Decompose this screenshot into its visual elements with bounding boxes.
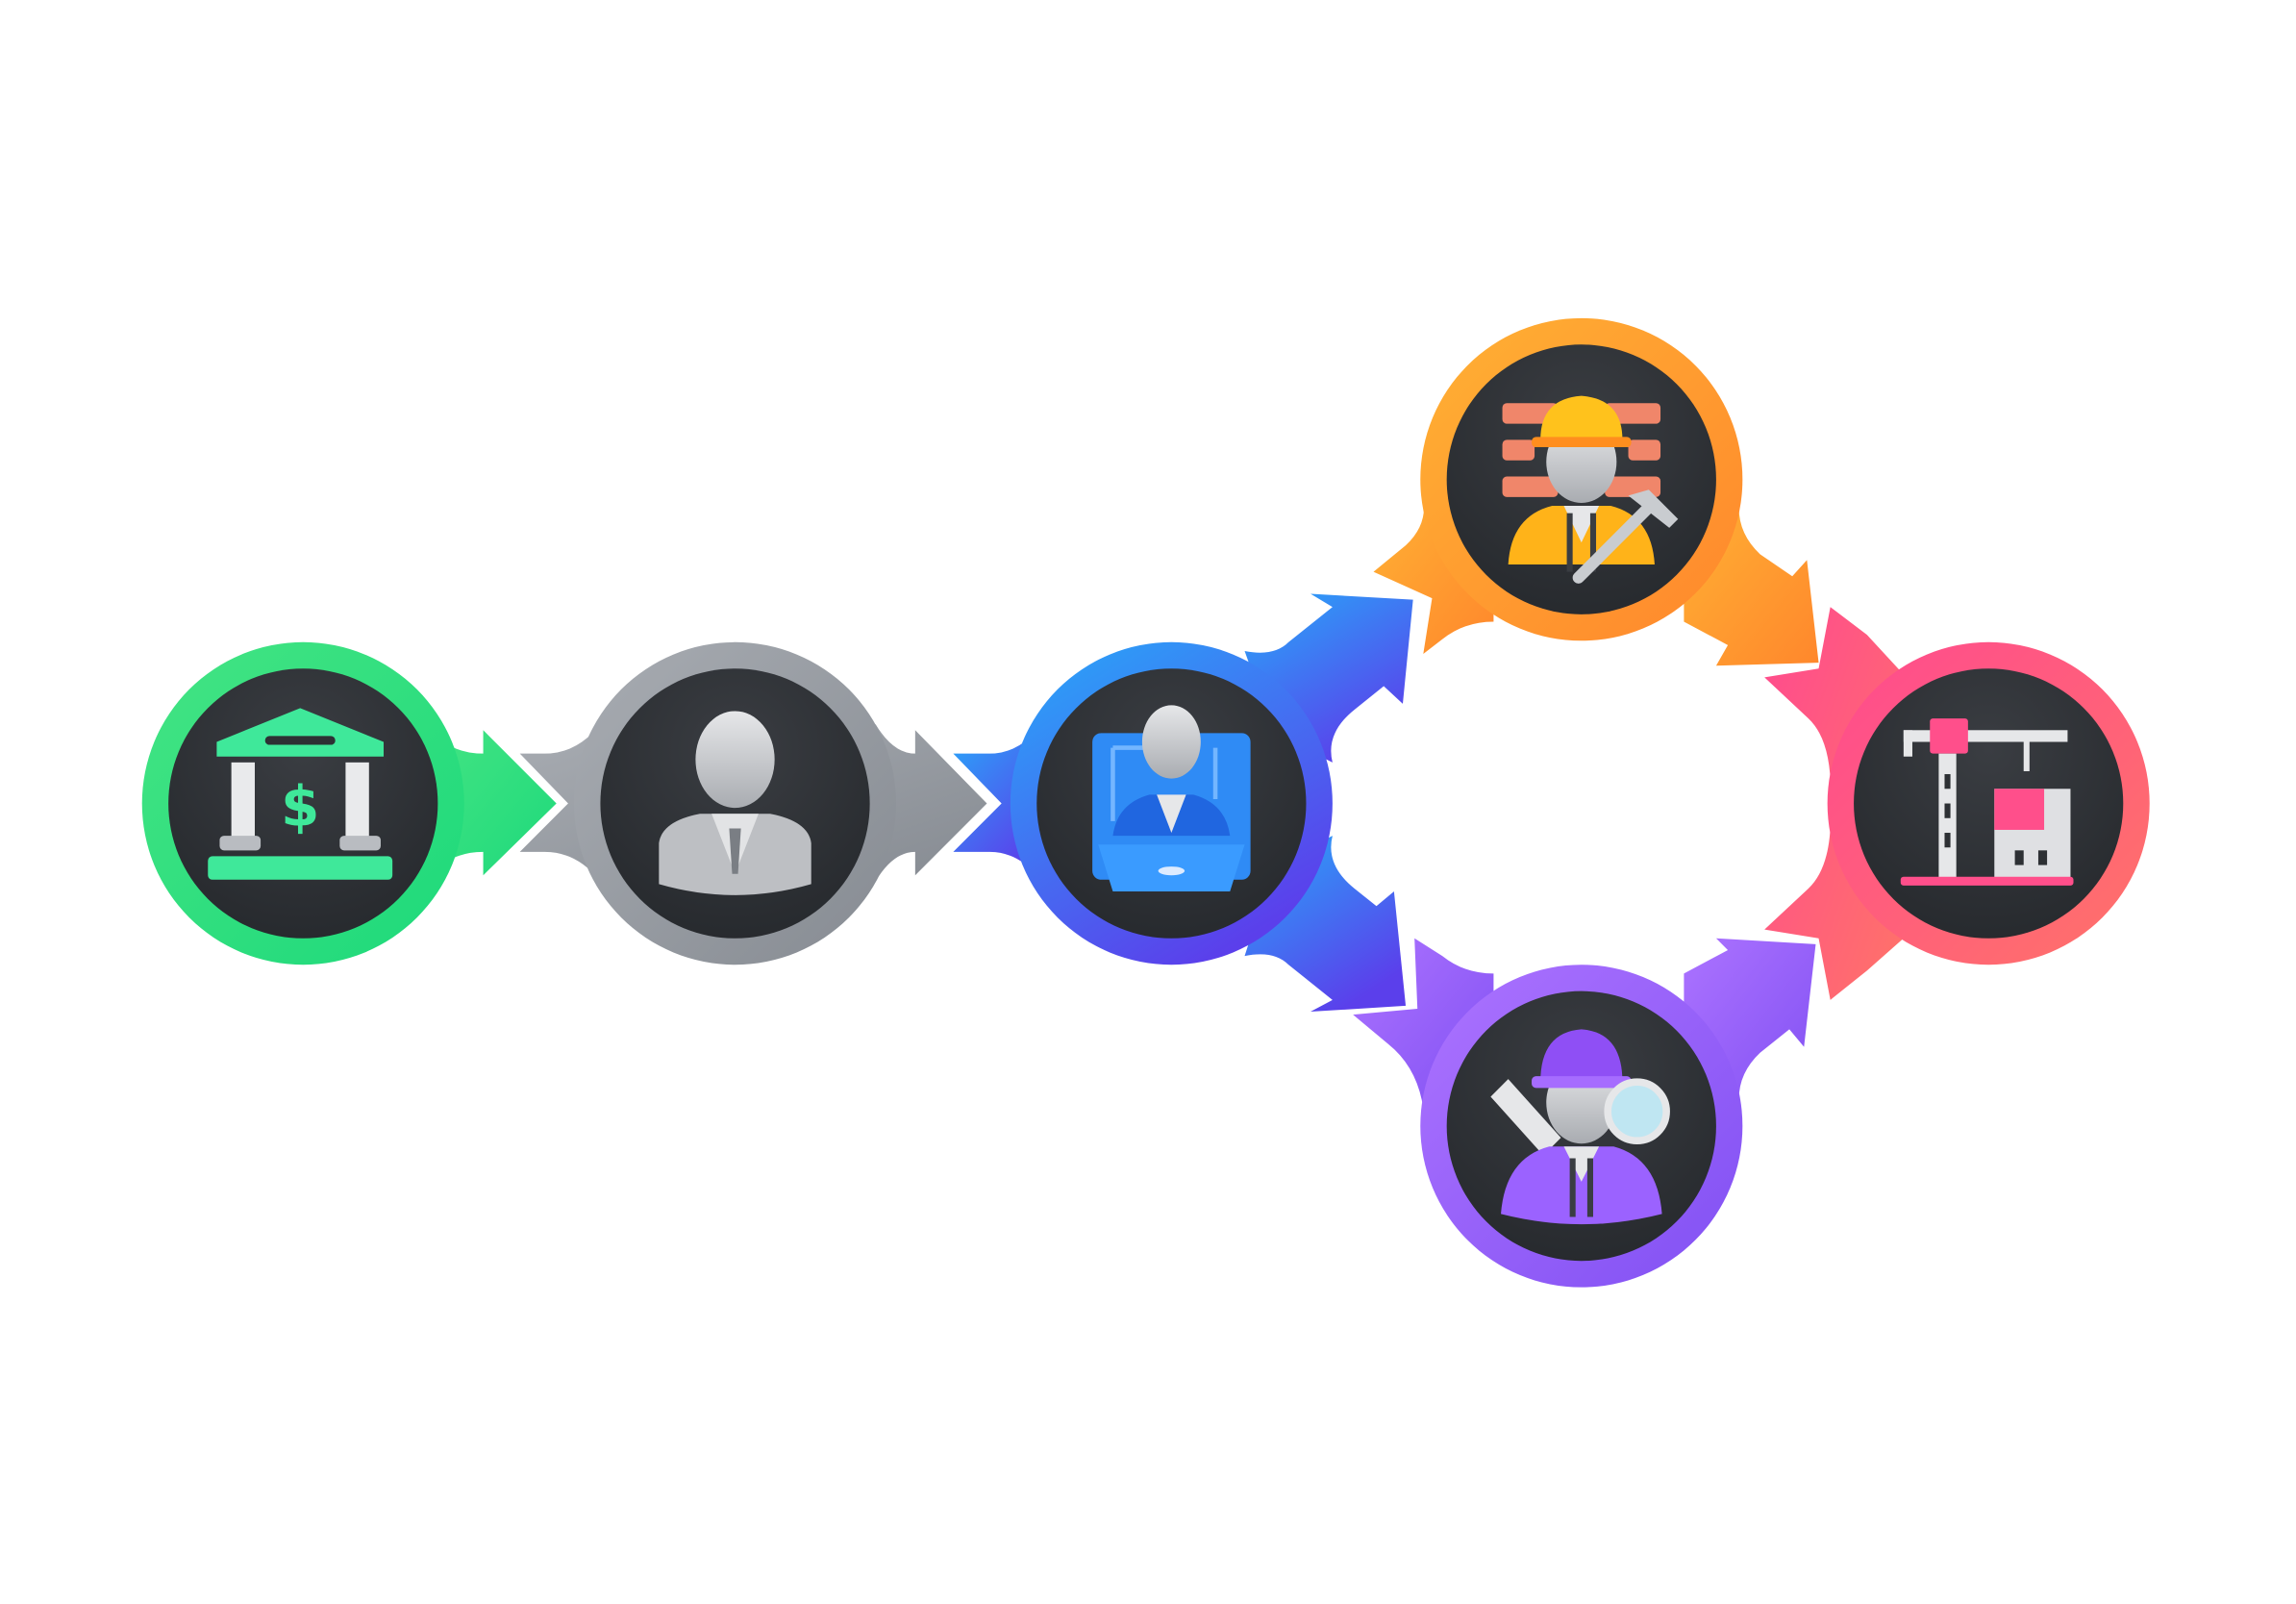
svg-text:$: $ (281, 773, 319, 839)
node-building (1827, 641, 2150, 965)
node-inspector (1420, 965, 1743, 1288)
node-building-disc (1854, 668, 2124, 939)
node-client (574, 641, 897, 965)
node-bank: $ (141, 641, 464, 965)
node-contractor (1420, 317, 1743, 641)
construction-worker-hammer-icon (1502, 395, 1679, 584)
arrow-bank-to-client (427, 724, 557, 882)
businessman-icon (659, 711, 811, 895)
inspector-magnifier-icon (1490, 1029, 1670, 1225)
node-architect (1010, 641, 1333, 965)
bank-dollar-icon: $ (208, 708, 393, 880)
crane-building-icon (1900, 718, 2074, 886)
architect-laptop-icon (1092, 705, 1251, 892)
